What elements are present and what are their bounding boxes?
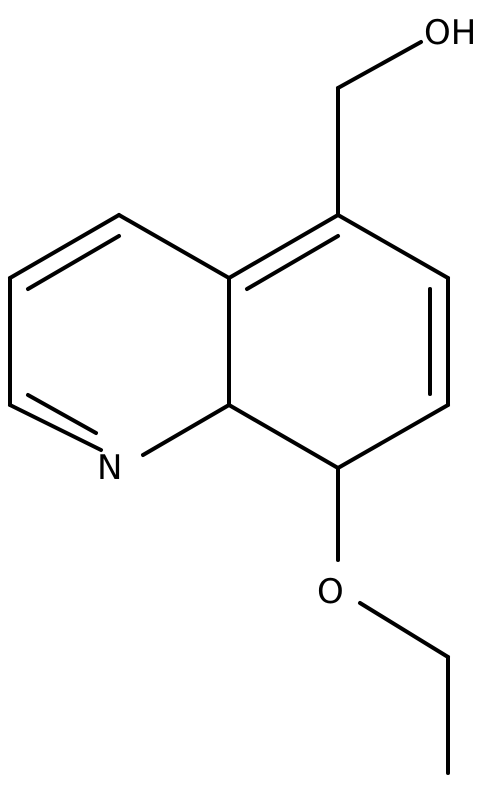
bond-c4a-c5 xyxy=(227,213,340,280)
ether-oxygen-label: O xyxy=(317,572,344,612)
bonds xyxy=(8,40,450,775)
bond-c3-c4 xyxy=(8,213,121,280)
bond-c4a-c5-inner xyxy=(245,234,340,291)
bond-c3-c4-inner xyxy=(26,234,121,291)
hydroxyl-label: OH xyxy=(424,13,476,53)
bond-c8a-n1 xyxy=(141,403,231,457)
bond-c4-c4a xyxy=(117,213,231,280)
bond-c5-c6 xyxy=(336,213,450,280)
bond-ch2-oh xyxy=(336,40,423,90)
bond-c7-c8 xyxy=(336,403,450,470)
bond-n1-c2 xyxy=(8,403,103,452)
bond-o-ch2 xyxy=(358,601,450,659)
bond-n1-c2-inner xyxy=(26,393,98,435)
atom-labels: OH N O xyxy=(97,13,476,612)
ring-nitrogen-label: N xyxy=(97,448,122,488)
bond-c8-c8a xyxy=(227,403,340,470)
